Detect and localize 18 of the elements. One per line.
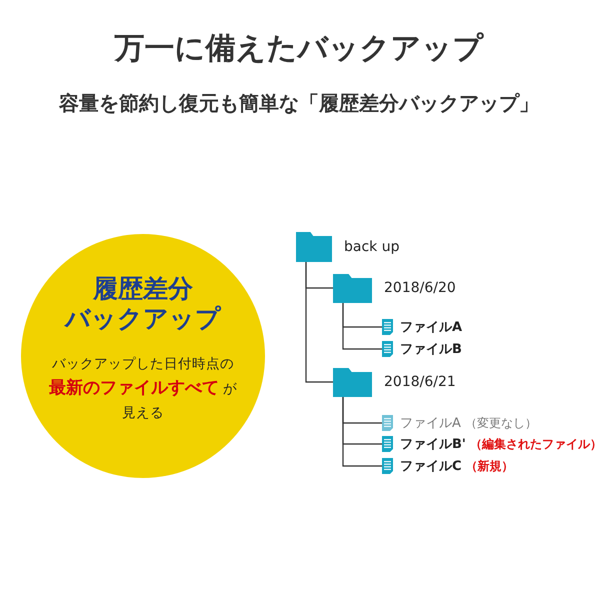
file-label: ファイルC (400, 458, 462, 475)
note: （編集されたファイル） (470, 436, 598, 452)
note: （変更なし） (464, 415, 537, 431)
folder-label: 2018/6/21 (384, 374, 456, 390)
folder-label: 2018/6/20 (384, 280, 456, 296)
file-label: ファイルB' (400, 436, 466, 453)
tree-line (342, 302, 382, 350)
subtitle: 容量を節約し復元も簡単な「履歴差分バックアップ」 (59, 91, 539, 115)
tree-line (305, 262, 333, 383)
tree-line (342, 396, 382, 467)
file-label: ファイルA (400, 415, 461, 432)
file-label: ファイルB (400, 341, 462, 358)
file-label: ファイルA (400, 319, 462, 336)
folder-label: back up (344, 239, 400, 255)
note: （新規） (466, 458, 514, 474)
body-text: バックアップした日付時点の最新のファイルすべて が見える (48, 354, 238, 422)
heading: 履歴差分バックアップ (65, 274, 221, 334)
title: 万一に備えたバックアップ (114, 31, 484, 66)
